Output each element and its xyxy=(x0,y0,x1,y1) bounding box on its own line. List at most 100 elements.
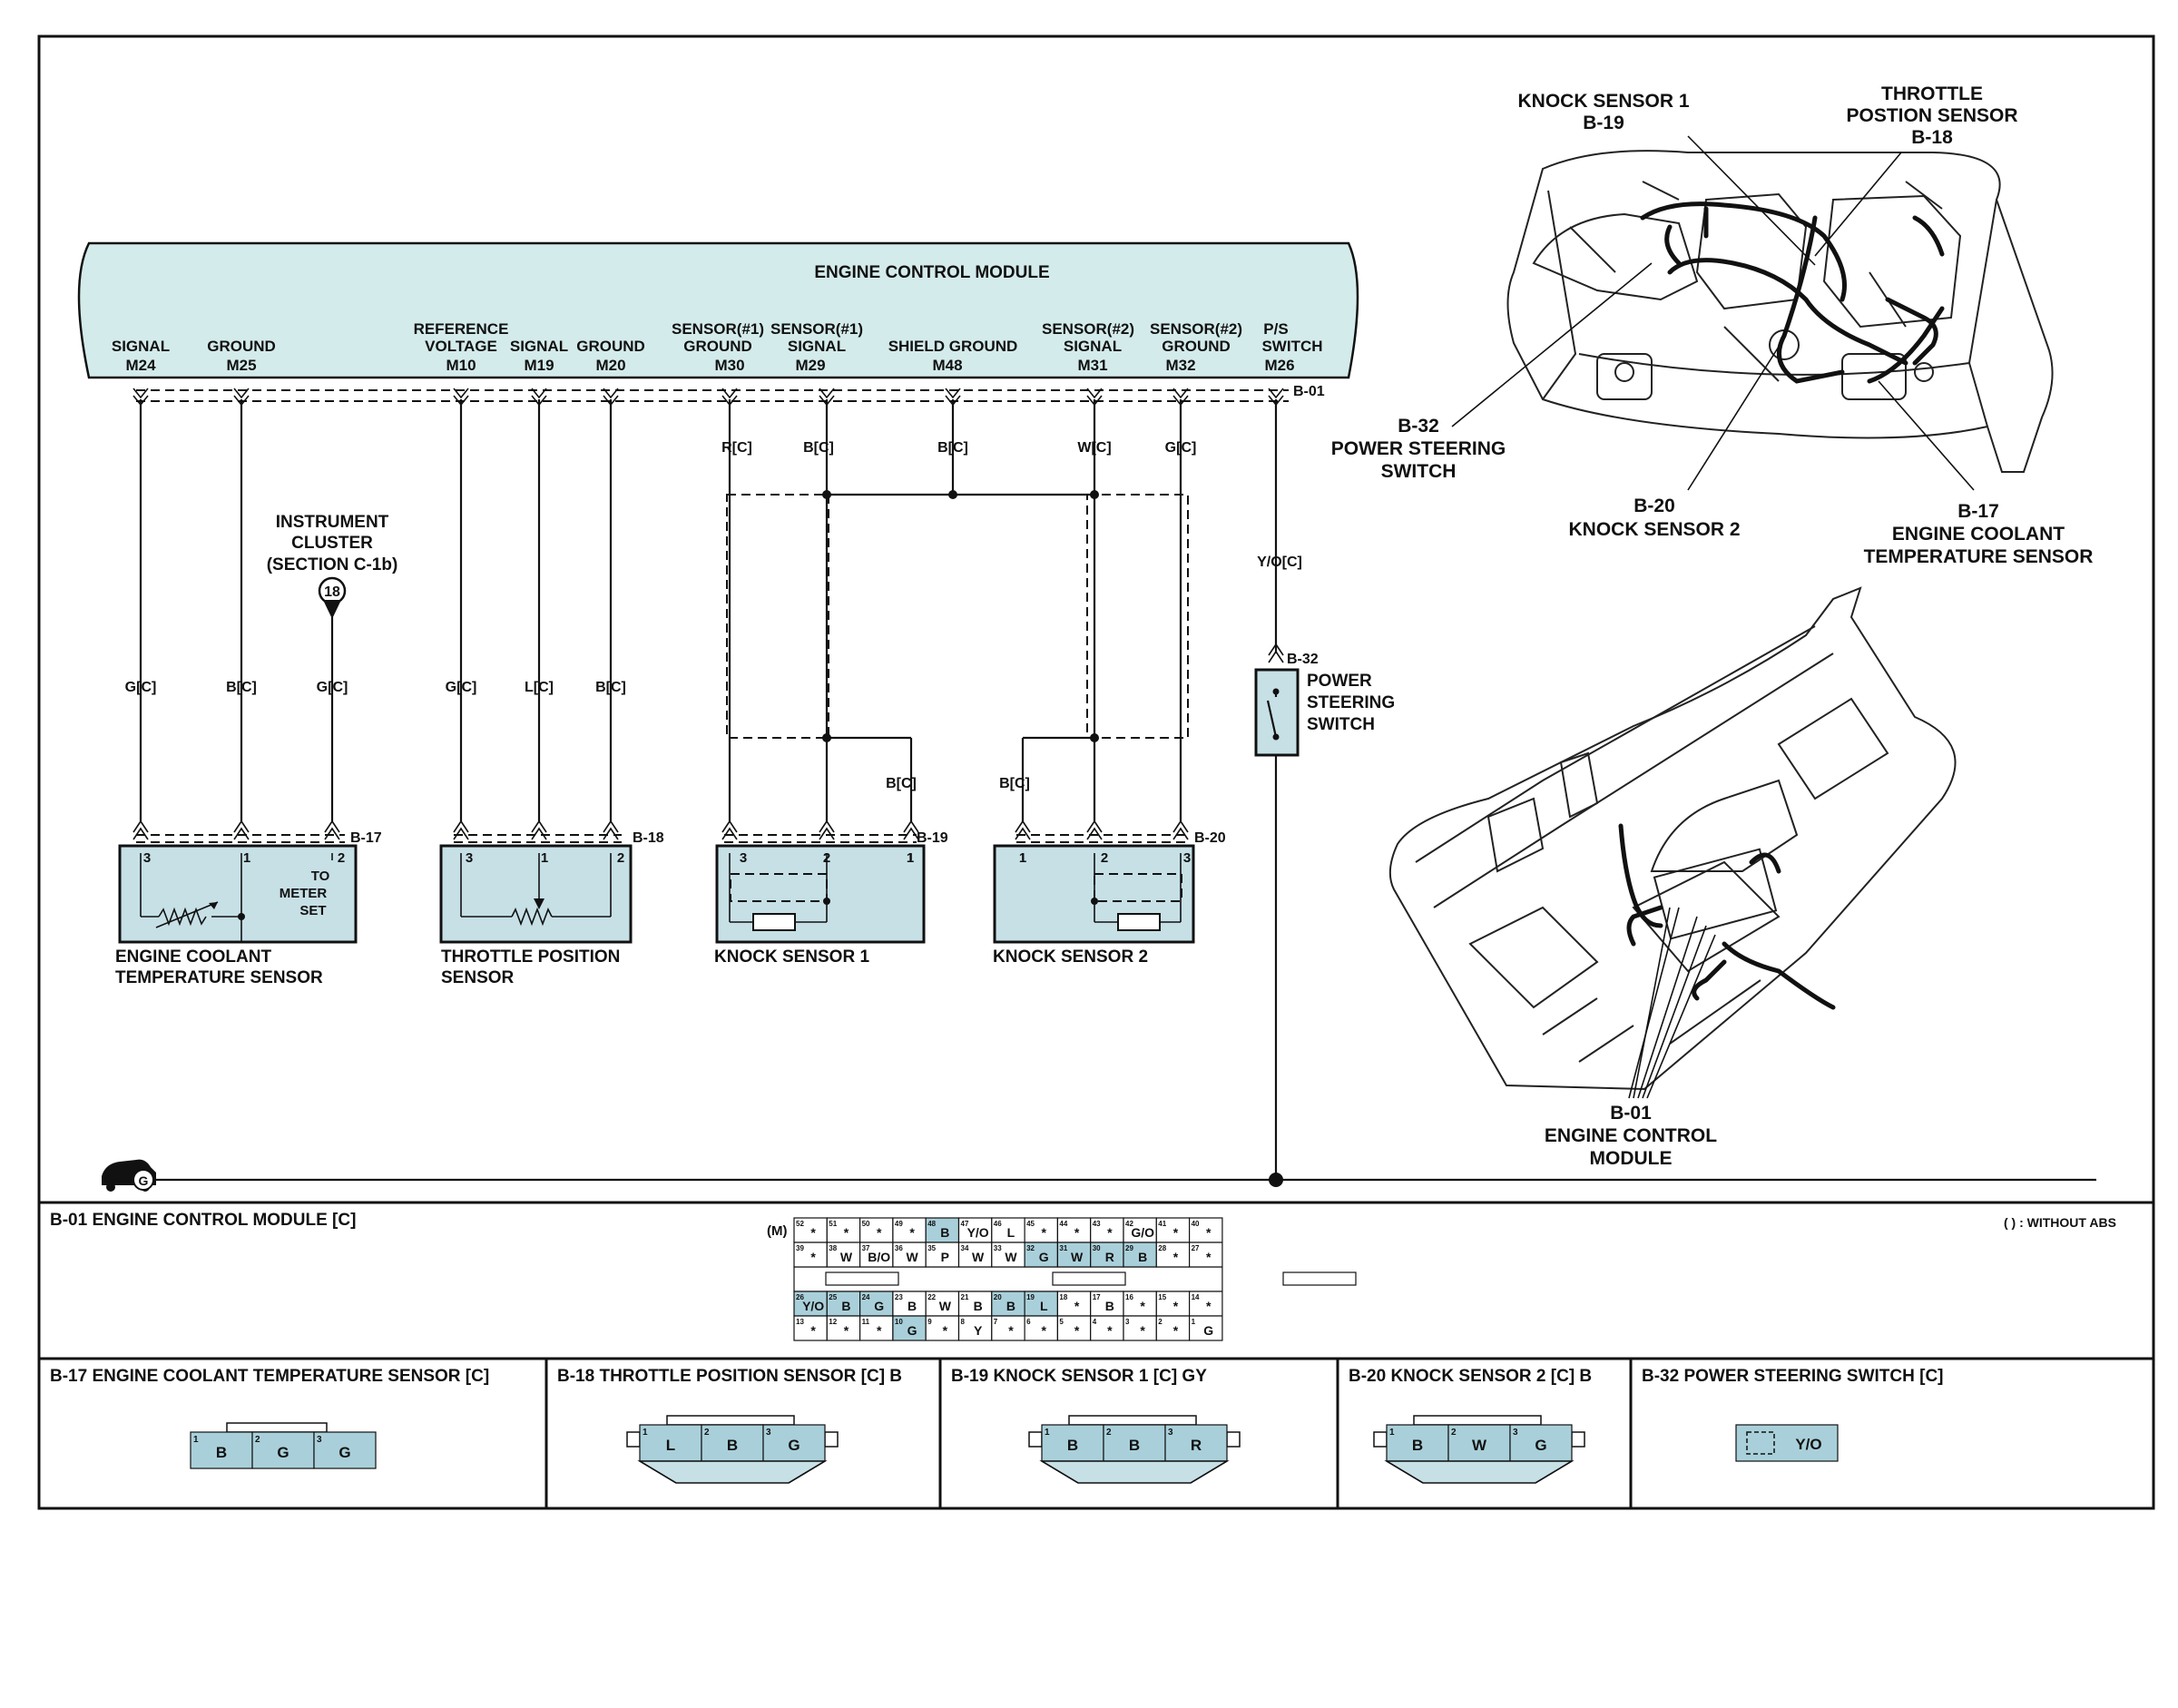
tps-body xyxy=(439,844,633,944)
ecm-pin-number: 12 xyxy=(829,1318,837,1326)
wire-label-ks2: B[C] xyxy=(999,776,1030,791)
ecm-pin-cell: 9* xyxy=(925,1315,960,1341)
ecm-pin-color: * xyxy=(1074,1323,1080,1338)
tps-name-1: THROTTLE POSITION xyxy=(441,947,620,967)
ecm-pin-cell: 7* xyxy=(991,1315,1025,1341)
pin-id: M30 xyxy=(714,357,744,374)
ecm-pin-color: G/O xyxy=(1131,1225,1154,1240)
ecm-pin-number: 9 xyxy=(927,1318,932,1326)
cluster-ref-pointer-icon xyxy=(323,600,341,619)
ect-note-3: SET xyxy=(299,903,326,918)
wire-label-ks1: B[C] xyxy=(886,776,917,791)
ecm-pin-color: B/O xyxy=(868,1250,890,1264)
ps-switch-label-2: STEERING xyxy=(1307,693,1395,712)
ecm-pin-number: 26 xyxy=(796,1293,804,1301)
ground-symbol-label: G xyxy=(139,1173,149,1188)
ect-note-1: TO xyxy=(311,869,330,884)
ecm-pin-cell: 10G xyxy=(892,1315,927,1341)
potentiometer-icon xyxy=(511,907,553,927)
connector-pin-color: R xyxy=(1191,1437,1202,1454)
ecm-pin-cell: 42G/O xyxy=(1123,1217,1157,1243)
connector-chevron-icon xyxy=(531,820,547,840)
ecm-pin-color: * xyxy=(1074,1299,1080,1313)
pin-id: M31 xyxy=(1077,357,1107,374)
ect-pin: 2 xyxy=(338,850,345,866)
ecm-pin-cell: 46L xyxy=(991,1217,1025,1243)
ks2-pin: 3 xyxy=(1183,850,1191,866)
ecm-pin-number: 2 xyxy=(1158,1318,1163,1326)
ecm-pin-color: * xyxy=(1107,1323,1113,1338)
ecm-pin-number: 32 xyxy=(1026,1244,1035,1252)
tps-name-2: SENSOR xyxy=(441,968,515,987)
ect-pin: 3 xyxy=(143,850,151,866)
ecm-pin-number: 15 xyxy=(1158,1293,1166,1301)
pin-id: M25 xyxy=(226,357,256,374)
ecm-connector-grid: 52*51*50*49*48B47Y/O46L45*44*43*42G/O41*… xyxy=(793,1217,1357,1341)
ks1-name: KNOCK SENSOR 1 xyxy=(714,947,869,967)
connector-pin-color: B xyxy=(1412,1437,1423,1454)
ecm-pin-color: * xyxy=(1206,1299,1212,1313)
ecm-pin-color: * xyxy=(1140,1323,1145,1338)
ecm-pin-number: 4 xyxy=(1093,1318,1097,1326)
ecm-pin-number: 48 xyxy=(927,1220,936,1228)
ecm-pin-cell: 50 * xyxy=(858,1217,894,1243)
ecm-key xyxy=(1052,1271,1126,1286)
ecm-pin-number: 37 xyxy=(862,1244,870,1252)
ecm-pin-number: 8 xyxy=(961,1318,966,1326)
ecm-pin-number: 40 xyxy=(1192,1220,1200,1228)
ecm-pin-m25: GROUND M25 xyxy=(207,338,276,374)
pin-label: GROUND xyxy=(207,338,276,355)
loc-ecm-label-1: ENGINE CONTROL xyxy=(1545,1125,1717,1146)
ps-switch-body xyxy=(1254,668,1300,757)
wire-label: G[C] xyxy=(317,680,348,695)
pin-id: M10 xyxy=(446,357,476,374)
ecm-pin-number: 31 xyxy=(1059,1244,1067,1252)
pin-label-1: P/S xyxy=(1263,320,1288,338)
ecm-pin-cell: 18* xyxy=(1056,1291,1092,1317)
b20-title: B-20 KNOCK SENSOR 2 [C] B xyxy=(1349,1367,1592,1386)
ecm-pin-color: G xyxy=(874,1299,884,1313)
ecm-pin-number: 49 xyxy=(895,1220,903,1228)
ecm-pin-cell: 20B xyxy=(991,1291,1025,1317)
ecm-pin-number: 38 xyxy=(829,1244,837,1252)
wire-labels-lower: G[C] B[C] G[C] G[C] L[C] B[C] B[C] B[C] xyxy=(125,680,1030,791)
ecm-pin-number: 33 xyxy=(994,1244,1002,1252)
connector-pin-color: G xyxy=(277,1444,289,1461)
cluster-ref-number: 18 xyxy=(324,584,340,600)
ecm-pin-color: * xyxy=(877,1225,882,1240)
loc-tps-label-1: THROTTLE xyxy=(1881,83,1983,104)
ecm-pin-number: 46 xyxy=(994,1220,1002,1228)
ecm-pin-cell: 44* xyxy=(1056,1217,1092,1243)
ecm-pin-number: 50 xyxy=(862,1220,870,1228)
power-steering-switch: B-32 POWER STEERING SWITCH xyxy=(1254,643,1395,757)
connector-pin-number: 2 xyxy=(1106,1428,1112,1438)
ecm-pin-number: 17 xyxy=(1093,1293,1101,1301)
ecm-pin-color: * xyxy=(1173,1225,1179,1240)
ecm-pin-number: 25 xyxy=(829,1293,837,1301)
wire-label: G[C] xyxy=(446,680,477,695)
wire-label: B[C] xyxy=(937,440,968,456)
ect-name-2: TEMPERATURE SENSOR xyxy=(115,968,323,987)
ground-bus: G xyxy=(102,1159,2096,1192)
ecm-pin-cell: 43* xyxy=(1090,1217,1124,1243)
ecm-pin-color: G xyxy=(908,1323,917,1338)
ecm-pin-color: B xyxy=(940,1225,949,1240)
connector-pin-number: 1 xyxy=(1045,1428,1050,1438)
ecm-pin-cell: 52* xyxy=(793,1217,828,1243)
ecm-pin-color: W xyxy=(1005,1250,1017,1264)
loc-tps-conn: B-18 xyxy=(1911,127,1953,148)
ecm-pin-number: 47 xyxy=(961,1220,969,1228)
wire-label: R[C] xyxy=(721,440,752,456)
wire-label: B[C] xyxy=(803,440,834,456)
ecm-pin-number: 22 xyxy=(927,1293,936,1301)
loc-psw-conn: B-32 xyxy=(1398,416,1439,437)
ecm-pin-number: 45 xyxy=(1026,1220,1035,1228)
connector-pin-number: 3 xyxy=(317,1435,322,1445)
